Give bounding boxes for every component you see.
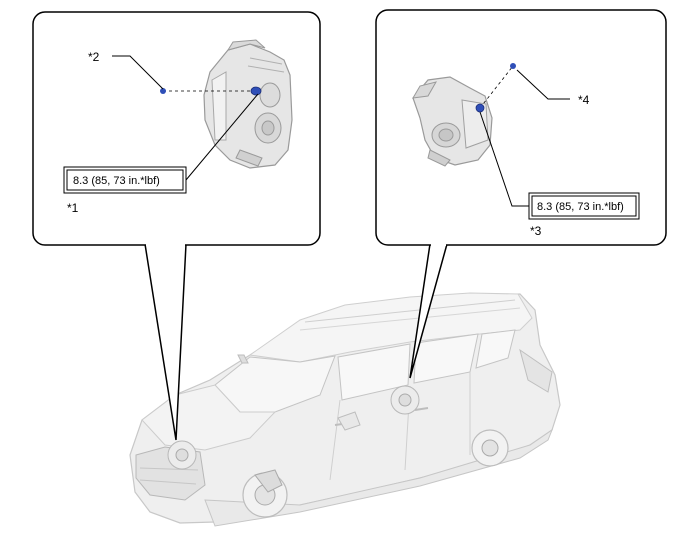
vehicle-illustration — [129, 292, 561, 527]
front-left-hub — [167, 440, 197, 470]
rear-wheel-hub — [471, 429, 509, 467]
rear-torque-value: 8.3 (85, 73 in.*lbf) — [537, 201, 624, 213]
front-bleeder-plug — [250, 86, 262, 96]
rear-bleeder-plug — [475, 103, 485, 113]
callout-label-3: *3 — [530, 224, 542, 238]
rear-bleeder-screw — [510, 63, 516, 69]
rear-torque-box — [531, 195, 637, 217]
front-torque-value: 8.3 (85, 73 in.*lbf) — [73, 175, 160, 187]
front-caliper-callout: *2 8.3 (85, 73 in.*lbf) *1 — [32, 11, 321, 441]
front-wheel-hub — [242, 469, 288, 518]
vehicle-mirror — [337, 411, 361, 431]
front-bleeder-screw — [160, 88, 166, 94]
rear-left-hub — [390, 385, 420, 415]
rear-callout-box — [375, 9, 667, 246]
rear-caliper-callout: *4 8.3 (85, 73 in.*lbf) *3 — [375, 9, 667, 379]
vehicle-side-window — [337, 343, 411, 401]
vehicle-roof — [248, 292, 533, 363]
front-torque-box — [66, 169, 184, 191]
rear-callout-pointer — [409, 243, 448, 379]
callout-label-2: *2 — [88, 50, 100, 64]
callout-label-1: *1 — [67, 201, 79, 215]
callout-label-4: *4 — [578, 93, 590, 107]
front-callout-pointer — [144, 243, 187, 441]
